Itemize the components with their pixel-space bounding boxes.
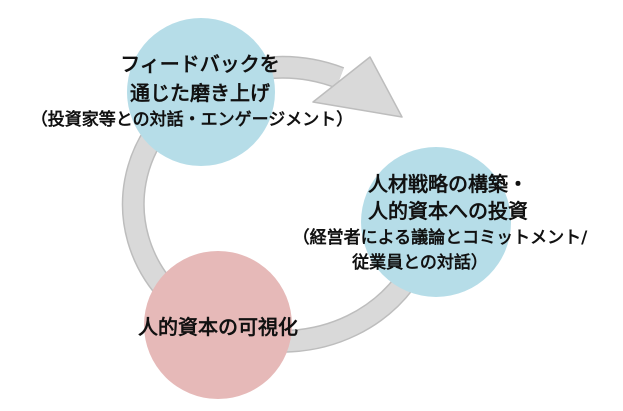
strategy-subtitle-line2: 従業員との対話） — [352, 253, 488, 273]
strategy-circle — [361, 147, 511, 297]
strategy-subtitle-line1: （経営者による議論とコミットメント/ — [292, 228, 588, 248]
visualize-circle — [144, 251, 292, 399]
strategy-title-line2: 人的資本への投資 — [368, 199, 528, 223]
cycle-arrowhead — [312, 56, 403, 118]
feedback-title-line1: フィードバックを — [120, 52, 280, 76]
visualize-title: 人的資本の可視化 — [138, 315, 298, 339]
strategy-title-line1: 人材戦略の構築・ — [368, 172, 528, 196]
feedback-subtitle: （投資家等との対話・エンゲージメント） — [30, 110, 354, 130]
feedback-title-line2: 通じた磨き上げ — [130, 81, 270, 105]
feedback-circle — [127, 18, 275, 166]
